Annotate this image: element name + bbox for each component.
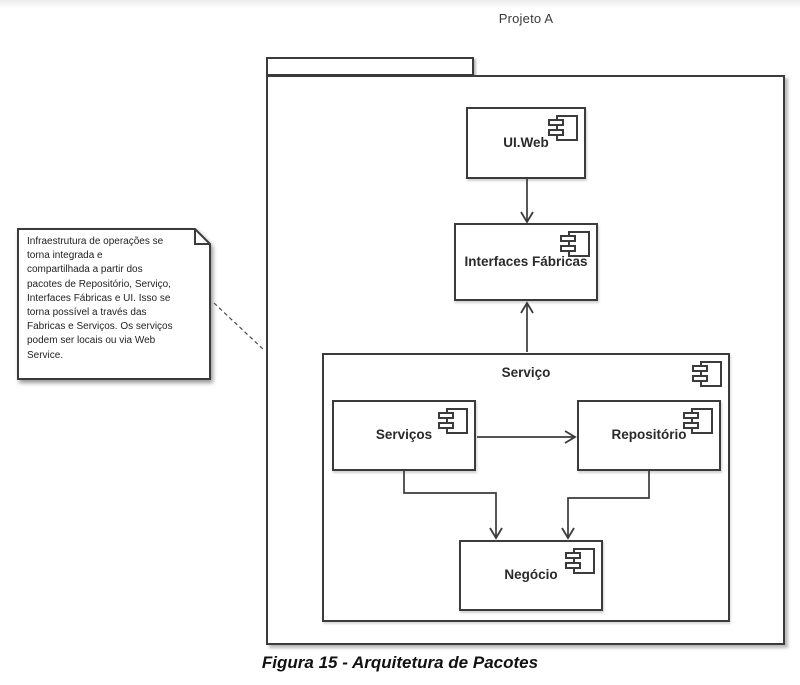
component-icon	[565, 548, 595, 574]
component-ui-web: UI.Web	[466, 107, 586, 179]
page-edge-shading	[0, 0, 800, 7]
component-interfaces-fabricas-label: Interfaces Fábricas	[464, 253, 588, 269]
edge-note-anchor	[213, 302, 266, 352]
note-text: Infraestrutura de operações se torna int…	[27, 236, 173, 361]
component-icon	[548, 115, 578, 141]
component-servicos-label: Serviços	[375, 427, 433, 443]
component-ui-web-label: UI.Web	[503, 134, 549, 150]
component-repositorio: Repositório	[577, 400, 721, 471]
note-shape	[17, 228, 211, 380]
outer-package-tab	[266, 57, 474, 76]
component-icon	[683, 408, 713, 434]
figure-caption: Figura 15 - Arquitetura de Pacotes	[261, 653, 539, 672]
component-icon	[560, 231, 590, 257]
component-negocio: Negócio	[459, 540, 603, 611]
diagram-title: Projeto A	[498, 11, 554, 26]
package-servico-label: Serviço	[501, 365, 551, 380]
component-interfaces-fabricas: Interfaces Fábricas	[454, 223, 598, 301]
component-servicos: Serviços	[332, 400, 476, 471]
uml-note: Infraestrutura de operações se torna int…	[17, 228, 215, 384]
component-negocio-label: Negócio	[504, 567, 558, 583]
component-icon	[692, 361, 722, 387]
component-repositorio-label: Repositório	[611, 427, 687, 443]
component-icon	[438, 408, 468, 434]
